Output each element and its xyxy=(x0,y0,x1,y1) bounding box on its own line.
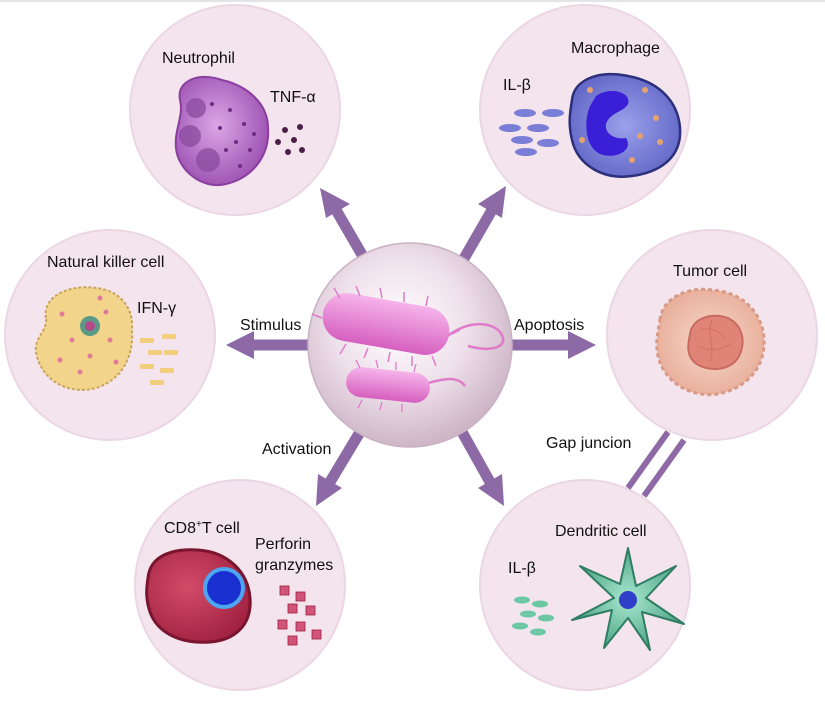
tumor-cell-label: Tumor cell xyxy=(673,263,747,280)
macrophage-label: Macrophage xyxy=(571,40,660,57)
tnf-alpha-label: TNF-α xyxy=(270,89,316,106)
bacteria-sphere xyxy=(307,242,513,448)
arrow-to-neutrophil xyxy=(320,188,373,268)
dendritic-cell-label: Dendritic cell xyxy=(555,523,647,540)
apoptosis-label: Apoptosis xyxy=(514,317,584,334)
granzymes-label: granzymes xyxy=(255,557,333,574)
neutrophil-label: Neutrophil xyxy=(162,50,235,67)
cd8-t-cell-icon xyxy=(145,548,252,644)
stimulus-label: Stimulus xyxy=(240,317,301,334)
bacterium-large xyxy=(311,285,505,367)
activation-label: Activation xyxy=(262,441,331,458)
macrophage-cell-icon xyxy=(568,72,682,178)
il-beta-particles-top xyxy=(499,109,564,156)
il-beta-particles-bottom xyxy=(512,596,554,636)
neutrophil-cell-icon xyxy=(174,75,270,187)
cd8-t-cell-label: CD8+T cell xyxy=(164,519,240,537)
perforin-label: Perforin xyxy=(255,536,311,553)
tnf-alpha-particles xyxy=(275,124,305,155)
ifn-gamma-label: IFN-γ xyxy=(137,300,176,317)
nk-cell-icon xyxy=(34,286,134,391)
arrow-apoptosis xyxy=(512,331,596,359)
cd8-label-rest: T cell xyxy=(202,520,240,537)
cd8-label-sup: + xyxy=(196,519,202,530)
perforin-granzymes-particles xyxy=(277,585,322,646)
arrow-stimulus xyxy=(226,331,308,359)
tumor-cell-icon xyxy=(655,287,766,397)
il-beta-label-bottom: IL-β xyxy=(508,560,536,577)
gap-junction-label: Gap juncion xyxy=(546,435,631,452)
arrows-group xyxy=(226,186,687,506)
gap-junction-lines xyxy=(625,430,687,498)
cd8-label-main: CD8 xyxy=(164,520,196,537)
nk-cell-label: Natural killer cell xyxy=(47,254,164,271)
circle-dendritic-cell xyxy=(479,479,691,691)
arrow-to-dendritic xyxy=(457,429,504,506)
bacterium-small xyxy=(346,359,467,412)
arrow-activation xyxy=(316,429,365,506)
arrow-to-macrophage xyxy=(457,186,506,265)
ifn-gamma-particles xyxy=(140,334,178,385)
il-beta-label-top: IL-β xyxy=(503,77,531,94)
dendritic-cell-icon xyxy=(571,547,685,651)
